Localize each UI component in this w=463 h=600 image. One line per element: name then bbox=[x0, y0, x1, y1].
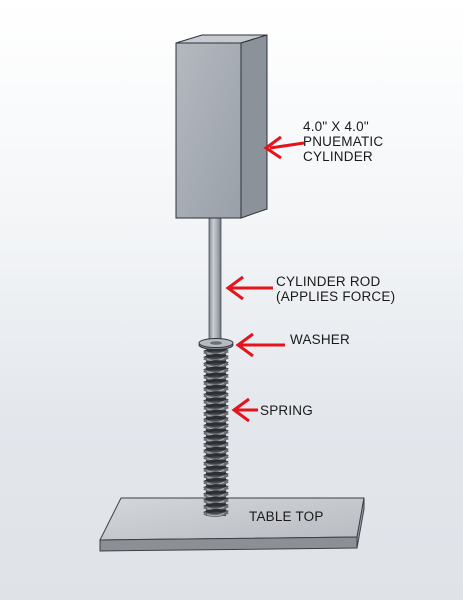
rod-label-line-1: CYLINDER ROD bbox=[276, 274, 381, 289]
washer bbox=[198, 338, 234, 350]
pneumatic-cylinder bbox=[175, 34, 268, 219]
washer-label-text: WASHER bbox=[290, 332, 350, 347]
spring-label: SPRING bbox=[260, 403, 313, 418]
cylinder-label-line-1: 4.0" X 4.0" bbox=[303, 119, 369, 134]
spring-label-text: SPRING bbox=[260, 403, 313, 418]
table-top bbox=[99, 497, 365, 552]
cylinder-rod bbox=[208, 217, 222, 341]
cylinder-label-line-3: CYLINDER bbox=[303, 149, 373, 164]
rod-label-line-2: (APPLIES FORCE) bbox=[276, 289, 396, 304]
table-top-label-text: TABLE TOP bbox=[249, 509, 324, 524]
cylinder-arrow bbox=[263, 135, 305, 160]
table-top-label: TABLE TOP bbox=[249, 509, 324, 524]
spring-arrow bbox=[231, 397, 258, 423]
rod-label: CYLINDER ROD (APPLIES FORCE) bbox=[276, 274, 395, 304]
cylinder-label: 4.0" X 4.0" PNUEMATIC CYLINDER bbox=[303, 119, 383, 164]
washer-label: WASHER bbox=[290, 332, 350, 347]
spring bbox=[203, 347, 229, 518]
washer-arrow bbox=[235, 332, 285, 358]
rod-arrow bbox=[225, 275, 273, 301]
cylinder-label-line-2: PNUEMATIC bbox=[303, 134, 384, 149]
spring-coil-highlight bbox=[206, 512, 225, 517]
